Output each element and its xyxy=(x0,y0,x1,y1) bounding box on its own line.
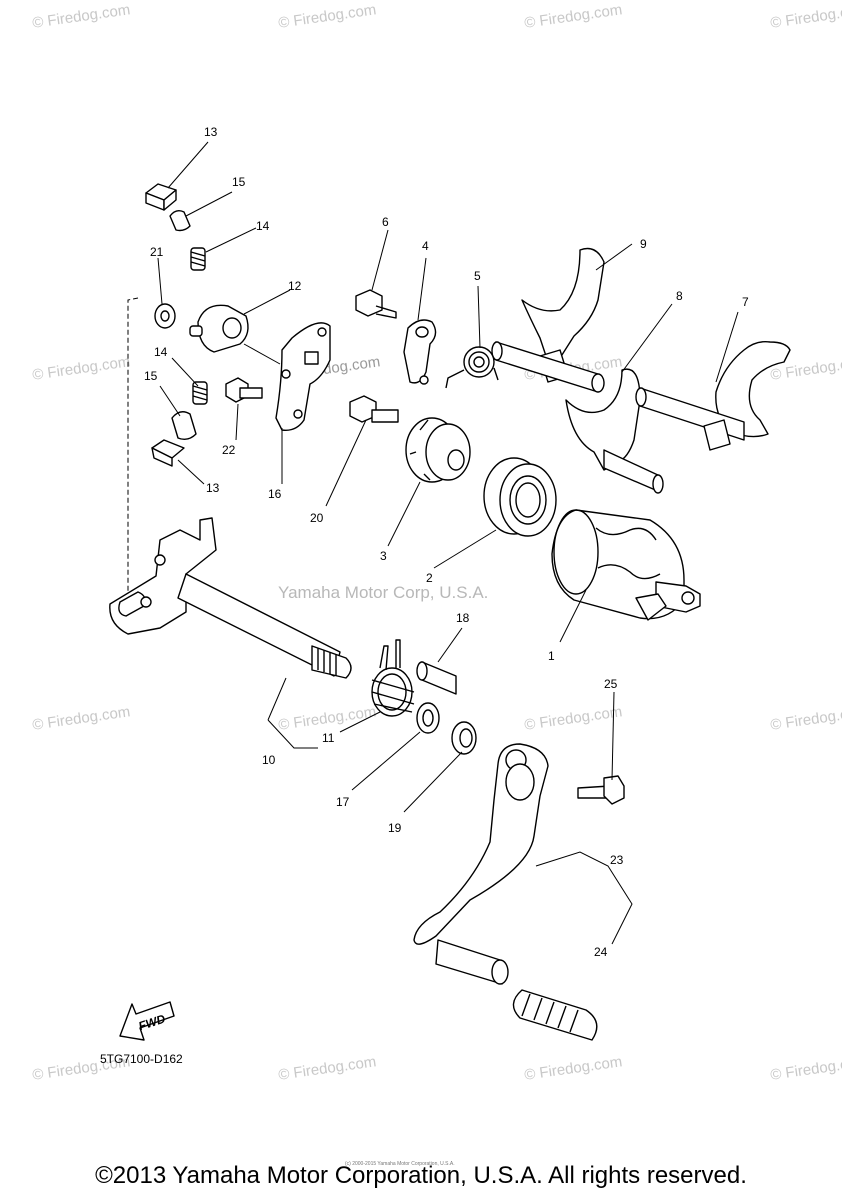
callout-2: 2 xyxy=(426,571,433,585)
part-25-bolt xyxy=(577,775,625,805)
callout-14-upper: 14 xyxy=(256,219,270,233)
part-18-collar xyxy=(416,661,457,695)
callout-12: 12 xyxy=(288,279,302,293)
part-7-shift-fork xyxy=(635,340,791,451)
part-10-shift-shaft xyxy=(109,517,352,679)
part-2-bearing xyxy=(483,457,557,537)
part-16-stopper-plate xyxy=(275,322,331,431)
part-23-shift-pedal xyxy=(413,743,549,985)
part-6-bolt xyxy=(355,289,397,319)
callout-11: 11 xyxy=(322,731,335,745)
callout-6: 6 xyxy=(382,215,389,229)
part-4-shift-guide-lever xyxy=(403,319,437,385)
part-5-torsion-spring xyxy=(445,346,499,389)
part-13-key xyxy=(145,183,177,211)
callout-5: 5 xyxy=(474,269,481,283)
fine-print: (c) 2000-2015 Yamaha Motor Corporation, … xyxy=(345,1161,455,1167)
callout-8: 8 xyxy=(676,289,683,303)
callout-4: 4 xyxy=(422,239,429,253)
part-3-segment xyxy=(405,417,471,483)
part-9-shift-fork xyxy=(491,247,605,393)
part-15-pin-lower xyxy=(171,411,197,441)
callout-17: 17 xyxy=(336,795,350,809)
callout-14-lower: 14 xyxy=(154,345,168,359)
assembly-guide-line xyxy=(127,297,139,632)
part-17-washer xyxy=(416,702,440,734)
callout-24: 24 xyxy=(594,945,608,959)
part-12-stopper-lever xyxy=(189,304,249,353)
callout-3: 3 xyxy=(380,549,387,563)
callout-21: 21 xyxy=(150,245,164,259)
callout-13-lower: 13 xyxy=(206,481,220,495)
leader-lines xyxy=(157,141,739,945)
part-14-spring xyxy=(190,247,206,271)
center-watermark: Yamaha Motor Corp, U.S.A. xyxy=(278,583,489,602)
copyright-notice: ©2013 Yamaha Motor Corporation, U.S.A. A… xyxy=(95,1162,747,1189)
part-21-washer xyxy=(154,303,176,329)
fwd-arrow-icon: FWD xyxy=(119,1001,175,1041)
callout-22: 22 xyxy=(222,443,236,457)
callout-7: 7 xyxy=(742,295,749,309)
part-13-key-lower xyxy=(151,439,185,467)
callout-25: 25 xyxy=(604,677,618,691)
callout-23: 23 xyxy=(610,853,624,867)
diagram-code: 5TG7100-D162 xyxy=(100,1052,183,1066)
callout-9: 9 xyxy=(640,237,647,251)
callout-13-upper: 13 xyxy=(204,125,218,139)
part-20-bolt xyxy=(349,395,399,423)
part-11-torsion-spring xyxy=(371,639,415,717)
part-8-shift-fork xyxy=(565,368,664,494)
callout-16: 16 xyxy=(268,487,282,501)
callout-15-upper: 15 xyxy=(232,175,246,189)
part-22-bolt xyxy=(225,377,263,403)
callout-1: 1 xyxy=(548,649,555,663)
part-14-spring-lower xyxy=(192,381,208,405)
callout-19: 19 xyxy=(388,821,402,835)
part-24-pedal-rubber xyxy=(512,989,598,1041)
callout-10: 10 xyxy=(262,753,276,767)
part-19-oil-seal xyxy=(451,721,477,755)
part-15-pin xyxy=(169,209,191,232)
part-1-shift-cam xyxy=(551,509,701,621)
callout-15-lower: 15 xyxy=(144,369,158,383)
callout-18: 18 xyxy=(456,611,470,625)
callout-20: 20 xyxy=(310,511,324,525)
